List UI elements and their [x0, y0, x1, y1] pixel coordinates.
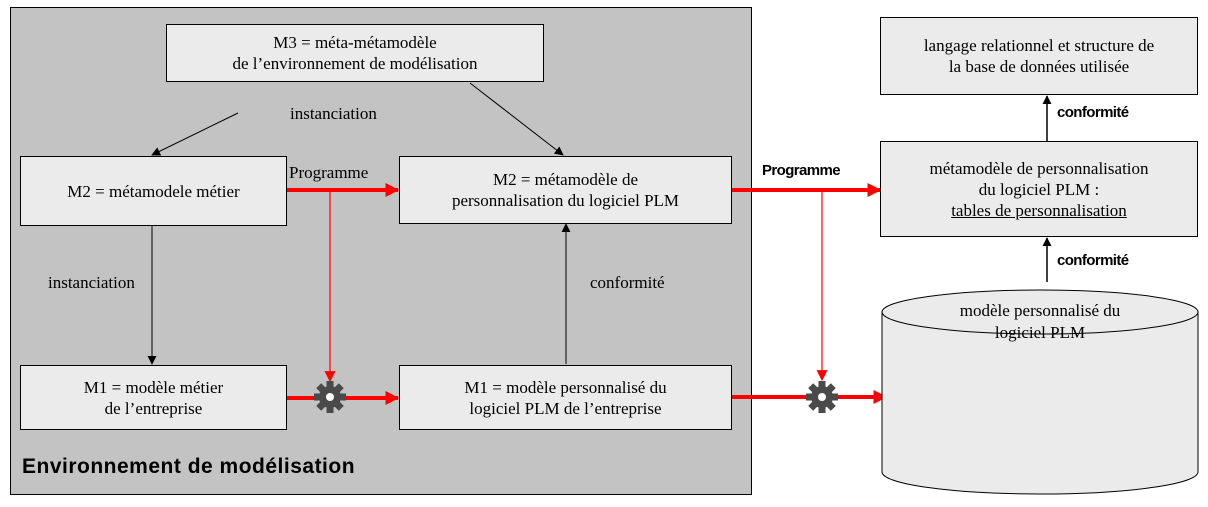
m1-perso-line1: M1 = modèle personnalisé du [464, 377, 667, 397]
database-cylinder [881, 289, 1199, 495]
gear-icon [806, 381, 838, 413]
arrow-m3-to-m2-perso [469, 82, 564, 156]
label-conformite-bottom: conformité [1057, 252, 1129, 269]
label-programme-outer: Programme [762, 162, 841, 179]
meta-perso-line1: métamodèle de personnalisation [929, 158, 1149, 178]
m3-line2: de l’environnement de modélisation [232, 54, 478, 73]
label-conformite-inner: conformité [590, 273, 665, 292]
m1-metier-box: M1 = modèle métier de l’entreprise [20, 365, 287, 430]
environment-title: Environnement de modélisation [22, 455, 356, 478]
meta-perso-line3: tables de personnalisation [951, 200, 1127, 220]
m2-metier-line1: M2 = métamodele métier [67, 181, 240, 201]
label-instanciation-left: instanciation [48, 273, 135, 292]
language-structure-box: langage relationnel et structure de la b… [880, 17, 1198, 95]
m2-perso-box: M2 = métamodèle de personnalisation du l… [399, 156, 732, 224]
meta-perso-line2: du logiciel PLM : [978, 179, 1100, 199]
m1-metier-line1: M1 = modèle métier [83, 377, 224, 397]
lang-line1: langage relationnel et structure de [923, 36, 1155, 55]
m1-perso-box: M1 = modèle personnalisé du logiciel PLM… [399, 365, 732, 430]
database-label: modèle personnalisé du logiciel PLM [882, 300, 1198, 344]
m2-perso-line1: M2 = métamodèle de [492, 170, 639, 189]
m2-perso-line2: personnalisation du logiciel PLM [451, 191, 680, 210]
m1-perso-line2: logiciel PLM de l’entreprise [469, 398, 662, 418]
m3-box: M3 = méta-métamodèle de l’environnement … [166, 24, 544, 82]
label-programme-inner: Programme [289, 163, 369, 182]
label-conformite-top: conformité [1057, 104, 1129, 121]
gear-icon [314, 381, 346, 413]
database-line2: logiciel PLM [994, 323, 1086, 342]
m1-metier-line2: de l’entreprise [104, 398, 203, 418]
meta-personnalisation-box: métamodèle de personnalisation du logici… [880, 141, 1198, 237]
m2-metier-box: M2 = métamodele métier [20, 156, 287, 226]
m3-line1: M3 = méta-métamodèle [273, 33, 437, 52]
lang-line2: la base de données utilisée [948, 57, 1130, 76]
label-instanciation-top: instanciation [290, 104, 377, 123]
database-line1: modèle personnalisé du [959, 301, 1121, 320]
arrow-m3-to-m2-metier [151, 112, 239, 156]
